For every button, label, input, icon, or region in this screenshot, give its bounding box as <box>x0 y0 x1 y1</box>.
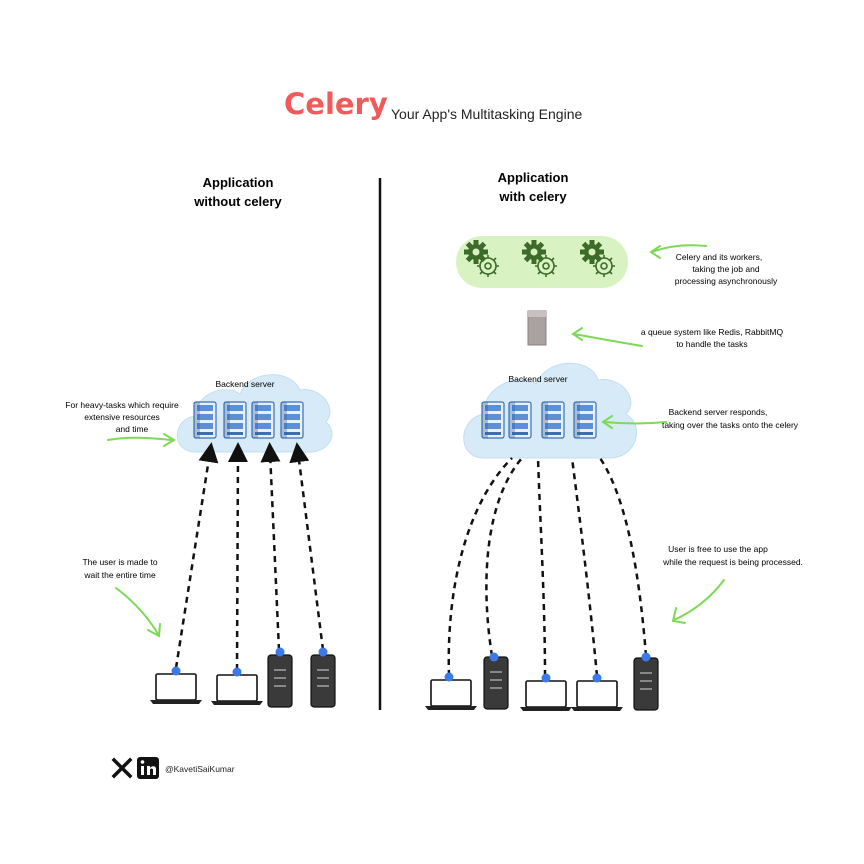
right-note-free-line1: User is free to use the app <box>668 544 768 554</box>
left-connection-nodes <box>171 647 328 677</box>
right-note-queue-line1: a queue system like Redis, RabbitMQ <box>641 327 784 337</box>
left-note-heavy-line2: extensive resources <box>84 412 160 422</box>
laptop-icon <box>424 679 478 711</box>
left-request-arrow <box>227 442 248 671</box>
left-request-arrow <box>260 442 281 651</box>
page-subtitle: Your App's Multitasking Engine <box>391 106 582 122</box>
right-note-queue-line2: to handle the tasks <box>676 339 747 349</box>
server-rack-icon <box>280 401 304 439</box>
left-note-wait-line1: The user is made to <box>82 557 157 567</box>
green-pointer-arrow <box>649 244 707 259</box>
left-note-heavy-line3: and time <box>116 424 149 434</box>
phone-icon <box>483 656 509 710</box>
right-note-free-line2: while the request is being processed. <box>662 557 803 567</box>
page-title: Celery <box>284 87 388 121</box>
green-pointer-arrow <box>107 433 176 447</box>
server-rack-icon <box>223 401 247 439</box>
left-request-arrow <box>174 442 219 669</box>
right-cloud-label: Backend server <box>508 374 567 384</box>
queue-icon <box>527 310 547 346</box>
right-request-lines <box>447 457 648 677</box>
left-note-wait-line2: wait the entire time <box>83 570 156 580</box>
phone-icon <box>310 654 336 708</box>
laptop-icon <box>210 674 264 706</box>
left-note-heavy-line1: For heavy-tasks which require <box>65 400 179 410</box>
right-note-backend-line1: Backend server responds, <box>669 407 768 417</box>
server-rack-icon <box>541 401 565 439</box>
server-rack-icon <box>573 401 597 439</box>
phone-icon <box>633 657 659 711</box>
server-rack-icon <box>251 401 275 439</box>
server-rack-icon <box>481 401 505 439</box>
green-pointer-arrow <box>571 327 643 347</box>
server-rack-icon <box>508 401 532 439</box>
right-heading-line1: Application <box>498 170 569 185</box>
x-logo-icon[interactable] <box>111 757 133 779</box>
green-pointer-arrow <box>671 579 725 624</box>
right-heading-line2: with celery <box>498 189 567 204</box>
green-pointer-arrow <box>115 587 161 638</box>
left-heading-line2: without celery <box>193 194 282 209</box>
laptop-icon <box>519 680 573 712</box>
left-cloud-label: Backend server <box>215 379 274 389</box>
server-rack-icon <box>193 401 217 439</box>
right-note-workers-line3: processing asynchronously <box>675 276 778 286</box>
right-connection-nodes <box>444 652 651 683</box>
linkedin-logo-icon[interactable] <box>137 757 159 779</box>
phone-icon <box>267 654 293 708</box>
left-request-arrow <box>289 442 325 651</box>
laptop-icon <box>149 673 203 705</box>
right-note-workers-line2: taking the job and <box>692 264 759 274</box>
laptop-icon <box>570 680 624 712</box>
green-pointer-arrow <box>601 415 667 429</box>
left-heading-line1: Application <box>203 175 274 190</box>
author-handle[interactable]: @KavetiSaiKumar <box>165 764 235 774</box>
right-note-workers-line1: Celery and its workers, <box>676 252 762 262</box>
right-note-backend-line2: taking over the tasks onto the celery <box>662 420 799 430</box>
